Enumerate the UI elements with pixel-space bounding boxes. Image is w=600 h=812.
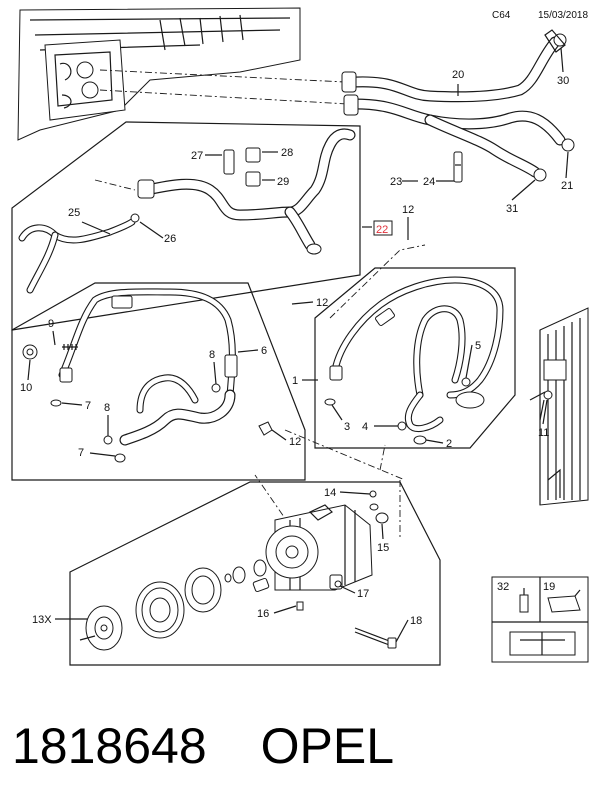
header-code: C64: [492, 10, 511, 21]
callout-22: 22: [376, 224, 388, 236]
callout-8a: 8: [209, 349, 215, 361]
callout-4: 4: [362, 421, 368, 433]
callout-3: 3: [344, 421, 350, 433]
callout-leaders: [27, 47, 569, 643]
box-1: [314, 267, 516, 449]
callout-8b: 8: [104, 402, 110, 414]
callout-24: 24: [423, 176, 435, 188]
header-date: 15/03/2018: [538, 10, 589, 21]
part-number: 1818648: [12, 718, 207, 774]
callout-5: 5: [475, 340, 481, 352]
box-22: [11, 121, 393, 331]
evaporator-housing: [17, 7, 301, 141]
callout-29: 29: [277, 176, 289, 188]
callout-6: 6: [261, 345, 267, 357]
callout-12-low: 12: [289, 436, 301, 448]
callout-14: 14: [324, 487, 336, 499]
box-6: [11, 282, 306, 481]
callout-11: 11: [538, 427, 549, 439]
callout-21: 21: [561, 180, 573, 192]
callout-20: 20: [452, 69, 464, 81]
callout-28: 28: [281, 147, 293, 159]
callout-1: 1: [292, 375, 298, 387]
callout-13x: 13X: [32, 614, 52, 626]
callout-2: 2: [446, 438, 452, 450]
callout-32: 32: [497, 581, 509, 593]
callout-31: 31: [506, 203, 518, 215]
callout-16: 16: [257, 608, 269, 620]
callout-7b: 7: [78, 447, 84, 459]
callout-12-top: 12: [402, 204, 414, 216]
callout-18: 18: [410, 615, 422, 627]
callout-9: 9: [48, 318, 54, 330]
callout-12-mid: 12: [316, 297, 328, 309]
box-13x: [69, 481, 441, 666]
callout-7a: 7: [85, 400, 91, 412]
callout-23: 23: [390, 176, 402, 188]
callout-25: 25: [68, 207, 80, 219]
brand-name: OPEL: [260, 718, 395, 774]
callout-19: 19: [543, 581, 555, 593]
callout-15: 15: [377, 542, 389, 554]
callout-labels: 20 30 21 23 24 31 27 28 29 25 26 22 12 1…: [20, 69, 573, 627]
callout-27: 27: [191, 150, 203, 162]
callout-26: 26: [164, 233, 176, 245]
footer-caption: 1818648 OPEL: [12, 706, 592, 786]
legend-box: [491, 576, 589, 663]
callout-17: 17: [357, 588, 369, 600]
condenser: [529, 307, 589, 506]
callout-10: 10: [20, 382, 32, 394]
suction-hose-assembly: [341, 29, 575, 183]
callout-30: 30: [557, 75, 569, 87]
